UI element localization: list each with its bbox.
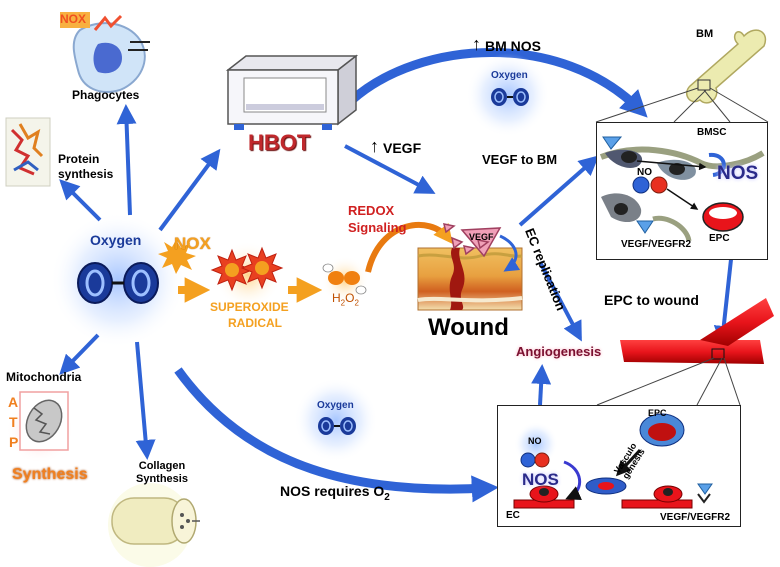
nos-requires-label: NOS requires O2 [280, 483, 390, 503]
nos-top-label: NOS [717, 163, 759, 184]
nox-burst-icon [158, 240, 196, 274]
ec-bottom-label: EC [506, 510, 520, 521]
phagocyte-icon [60, 12, 150, 93]
ec-zoom-box: NO NOS EPC Vasculo genesis EC VEGF/VEGFR… [497, 405, 741, 527]
atp-p-label: P [9, 434, 19, 450]
epc-to-wound-label: EPC to wound [604, 292, 699, 308]
atp-a-label: A [8, 394, 19, 410]
no-bottom-label: NO [528, 436, 542, 446]
vegf-vegfr2-top-label: VEGF/VEGFR2 [621, 239, 692, 250]
hbot-to-bm-arrow [349, 48, 648, 118]
collagen-icon [111, 497, 200, 545]
nos-bottom-label: NOS [522, 470, 559, 489]
bmsc-label: BMSC [697, 127, 727, 138]
blood-vessel-icon [620, 298, 774, 364]
oxygen-main-label: Oxygen [90, 232, 142, 248]
bm-nos-arrow-icon: ↑ [472, 34, 481, 54]
oxygen-glow [50, 212, 186, 348]
bmsc-illustration [599, 136, 765, 242]
radical-label: RADICAL [228, 316, 282, 330]
bmsc-zoom-box: BMSC NO NOS EPC VEGF/VEGFR2 [596, 122, 768, 260]
oxygen-molecule-icon [77, 262, 159, 304]
oxygen-top-glow [466, 53, 550, 137]
redox-arrow [365, 222, 453, 273]
bm-label: BM [696, 28, 714, 40]
nox-main-label: NOX [174, 234, 211, 253]
phagocytes-label: Phagocytes [72, 88, 140, 102]
vegf-triangles [442, 223, 502, 258]
epc-bottom-label: EPC [648, 408, 667, 418]
h2o2-label: H2O2 [332, 291, 359, 308]
vessel-zoom-lines [596, 357, 741, 406]
vegf-triangle-label: VEGF [469, 232, 494, 242]
atp-synthesis-label: Synthesis [12, 466, 88, 483]
vegf-vegfr2-bottom-label: VEGF/VEGFR2 [660, 512, 731, 523]
hbot-chamber-icon [225, 54, 359, 130]
oxygen-bottom-molecule-icon [318, 417, 356, 435]
vegf-to-bm-label: VEGF to BM [482, 152, 558, 167]
angiogenesis-label: Angiogenesis [516, 344, 602, 359]
no-top-label: NO [637, 167, 652, 178]
oxygen-top-label: Oxygen [491, 70, 528, 81]
epc-top-label: EPC [709, 233, 730, 244]
bm-zoom-lines [595, 87, 769, 123]
superoxide-radical-icon [210, 246, 284, 292]
oxygen-top-molecule-icon [491, 88, 529, 106]
bm-nos-label: BM NOS [485, 38, 541, 54]
ec-illustration [513, 413, 713, 509]
vegf-arrow-icon: ↑ [370, 136, 379, 156]
nox-top-label: NOX [60, 12, 87, 26]
vegf-label: VEGF [383, 140, 422, 156]
protein-structure-icon [5, 117, 51, 187]
protein-synthesis-label: Protein synthesis [58, 152, 114, 181]
h2o2-molecule-icon [322, 263, 367, 295]
superoxide-label: SUPEROXIDE [210, 300, 289, 314]
vegf-curved-arrow [499, 234, 521, 272]
wound-icon [417, 247, 523, 311]
wound-label: Wound [428, 314, 509, 341]
redox-signaling-label: REDOX Signaling [348, 203, 407, 235]
hbot-label: HBOT [248, 130, 311, 155]
collagen-synthesis-label: Collagen Synthesis [136, 460, 188, 485]
oxygen-bottom-label: Oxygen [317, 400, 354, 411]
oxygen-to-nos-arrow [174, 367, 499, 503]
oxygen-bottom-glow [294, 378, 378, 462]
atp-t-label: T [9, 414, 18, 430]
mitochondria-icon [19, 391, 69, 451]
mitochondria-label: Mitochondria [6, 370, 82, 384]
oxygen-arrows [59, 104, 736, 460]
bone-icon [686, 29, 767, 104]
